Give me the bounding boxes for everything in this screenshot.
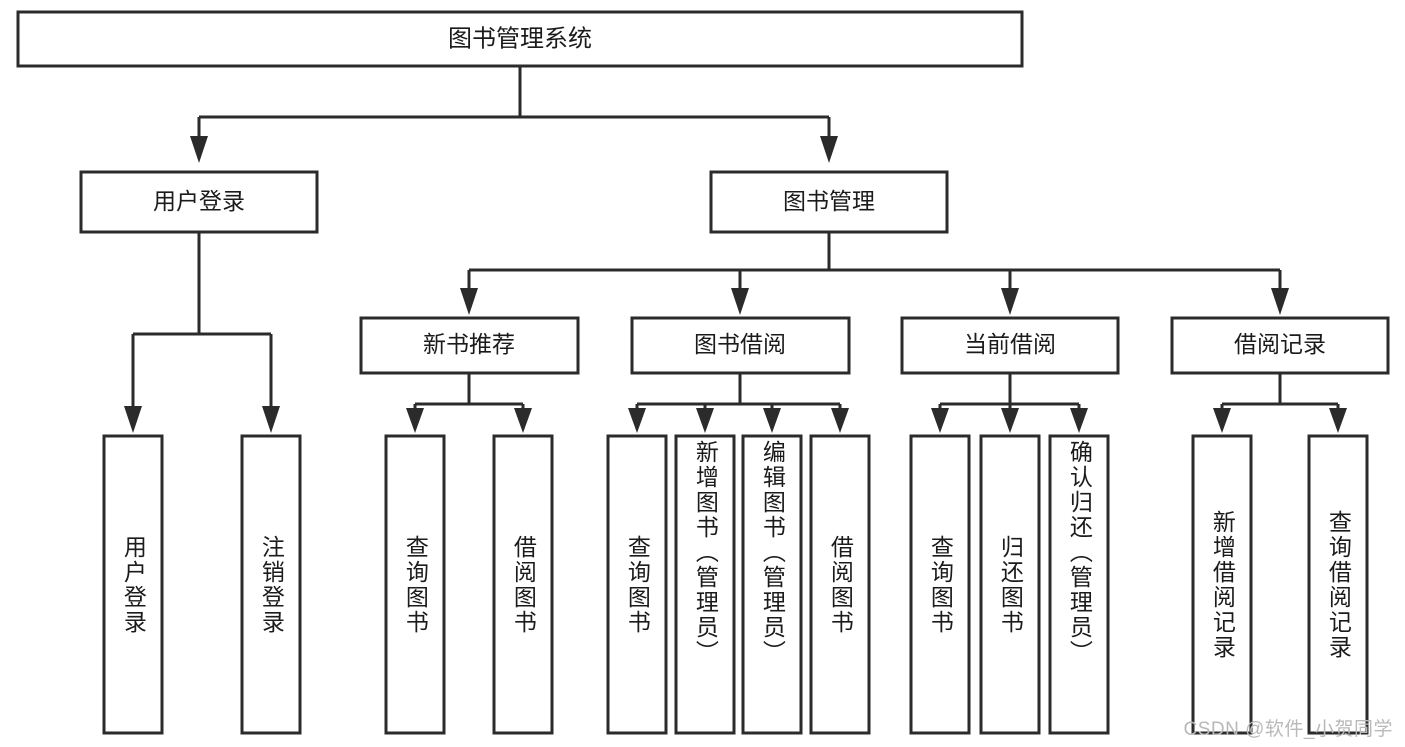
arrow-book-mgmt-child-4 — [1271, 288, 1289, 315]
leaf-rec-borrow-box[interactable] — [492, 434, 554, 735]
node-root-box[interactable] — [16, 10, 1024, 68]
leaf-user-login-box[interactable] — [102, 434, 164, 735]
connector-group-book-mgmt — [460, 232, 1289, 315]
leaf-cur-confirm-box[interactable] — [1048, 434, 1110, 735]
leaf-cur-return-box[interactable] — [979, 434, 1041, 735]
node-book-mgmt-box[interactable] — [709, 170, 949, 234]
leaf-cur-query-box[interactable] — [909, 434, 971, 735]
connector-group-user-login — [124, 232, 280, 433]
arrow-borrow-record-leaf-2 — [1329, 408, 1347, 433]
arrow-current-borrow-leaf-1 — [931, 408, 949, 433]
node-borrow-record-box[interactable] — [1170, 316, 1390, 375]
leaf-rec-add-box[interactable] — [1191, 434, 1253, 735]
node-current-borrow[interactable]: 当前借阅 — [900, 316, 1120, 375]
arrow-book-borrow-leaf-1 — [628, 408, 646, 433]
node-borrow-record-label: 借阅记录 — [1234, 331, 1326, 357]
arrow-root-to-user-login — [190, 136, 208, 163]
arrow-book-borrow-leaf-4 — [831, 408, 849, 433]
connector-group-root — [190, 66, 838, 163]
node-book-mgmt-label: 图书管理 — [783, 188, 875, 214]
leaf-logout-box[interactable] — [240, 434, 302, 735]
node-current-borrow-box[interactable] — [900, 316, 1120, 375]
leaf-rec-query-box[interactable] — [384, 434, 446, 735]
arrow-new-book-rec-leaf-1 — [406, 408, 424, 433]
leaf-rec-query2-box[interactable] — [1307, 434, 1369, 735]
arrow-book-mgmt-child-3 — [1001, 288, 1019, 315]
leaf-borrow-add-box[interactable] — [674, 434, 736, 735]
node-new-book-rec-label: 新书推荐 — [423, 331, 515, 357]
arrow-book-mgmt-child-1 — [460, 288, 478, 315]
arrow-user-login-leaf-2 — [262, 406, 280, 433]
arrow-root-to-book-mgmt — [820, 136, 838, 163]
arrow-new-book-rec-leaf-2 — [514, 408, 532, 433]
leaf-borrow-query-box[interactable] — [606, 434, 668, 735]
arrow-book-mgmt-child-2 — [731, 288, 749, 315]
node-new-book-rec-box[interactable] — [359, 316, 580, 375]
arrow-book-borrow-leaf-3 — [763, 408, 781, 433]
watermark: CSDN @软件_小贺同学 — [1183, 719, 1393, 740]
connector-group-current-borrow — [931, 373, 1088, 433]
arrow-user-login-leaf-1 — [124, 406, 142, 433]
node-user-login[interactable]: 用户登录 — [79, 170, 319, 234]
leaf-boxes — [102, 434, 1369, 735]
node-current-borrow-label: 当前借阅 — [964, 331, 1056, 357]
node-user-login-box[interactable] — [79, 170, 319, 234]
node-book-borrow[interactable]: 图书借阅 — [630, 316, 851, 375]
node-root-label: 图书管理系统 — [448, 25, 592, 52]
node-book-mgmt[interactable]: 图书管理 — [709, 170, 949, 234]
leaf-borrow-edit-box[interactable] — [741, 434, 803, 735]
connector-group-new-book-rec — [406, 373, 532, 433]
connector-group-book-borrow — [628, 373, 849, 433]
leaf-borrow-do-box[interactable] — [809, 434, 871, 735]
arrow-current-borrow-leaf-3 — [1070, 408, 1088, 433]
node-book-borrow-label: 图书借阅 — [694, 331, 786, 357]
node-borrow-record[interactable]: 借阅记录 — [1170, 316, 1390, 375]
arrow-borrow-record-leaf-1 — [1213, 408, 1231, 433]
node-new-book-rec[interactable]: 新书推荐 — [359, 316, 580, 375]
arrow-book-borrow-leaf-2 — [696, 408, 714, 433]
connector-group-borrow-record — [1213, 373, 1347, 433]
node-book-borrow-box[interactable] — [630, 316, 851, 375]
arrow-current-borrow-leaf-2 — [1001, 408, 1019, 433]
node-root[interactable]: 图书管理系统 — [16, 10, 1024, 68]
node-user-login-label: 用户登录 — [153, 188, 245, 214]
